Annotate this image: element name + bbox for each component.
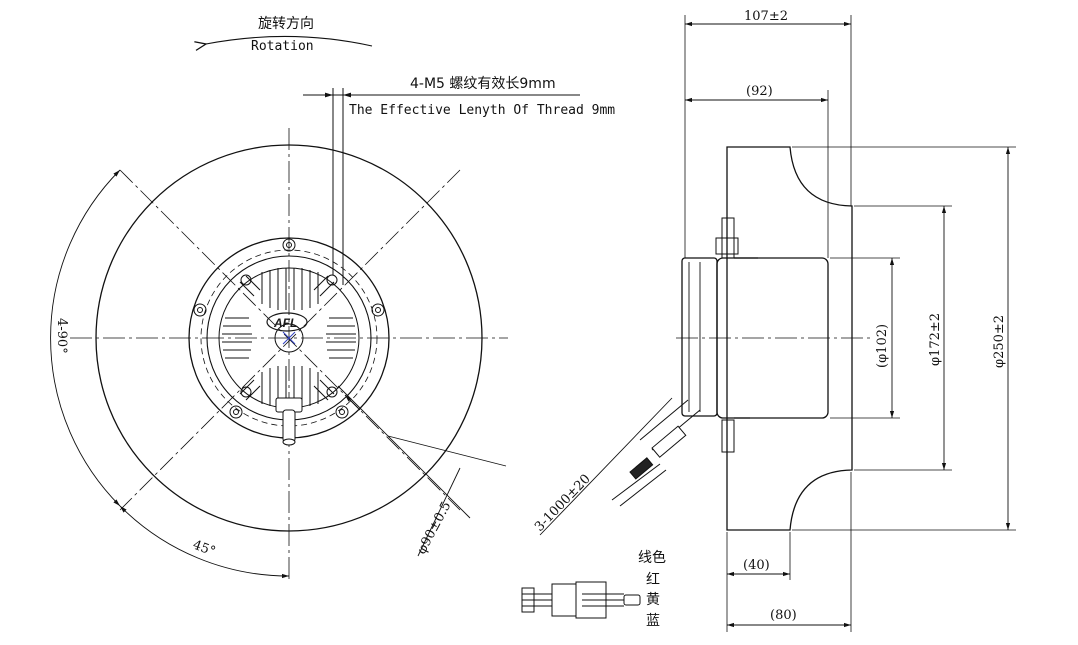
connector-drawing <box>521 581 641 619</box>
side-view-labels: 107±2 (92) (40) (80) (φ102) φ172±2 φ250±… <box>743 9 1007 623</box>
cable-length-label: 3-1000±20 <box>532 472 594 535</box>
rotation-label-en: Rotation <box>251 39 314 54</box>
wire-color-blue: 蓝 <box>646 613 660 629</box>
dim-overall-depth: 107±2 <box>744 9 788 24</box>
thread-note-line2: The Effective Lenyth Of Thread 9mm <box>349 103 615 118</box>
bolt-circle-label: φ90±0.5 <box>414 499 454 557</box>
rotation-indicator: 旋转方向 Rotation <box>206 16 373 54</box>
dim-dia-102: (φ102) <box>875 324 890 368</box>
flange-mounting-holes <box>193 238 385 419</box>
rotation-arrow-icon <box>206 35 373 46</box>
cable-lead: 3-1000±20 <box>532 397 701 536</box>
thread-note-line1: 4-M5 螺纹有效长9mm <box>410 76 556 92</box>
rotation-label-cn: 旋转方向 <box>258 16 314 32</box>
wire-color-legend: 线色 红 黄 蓝 <box>638 549 666 629</box>
dim-dia-172: φ172±2 <box>928 313 943 366</box>
wire-color-yellow: 黄 <box>646 591 660 608</box>
logo-text: AFL <box>273 316 297 330</box>
cable-outlet <box>275 397 303 446</box>
wire-color-red: 红 <box>646 572 660 588</box>
front-view: AFL 4-90° 45° φ90±0.5 <box>50 128 508 580</box>
wire-color-title: 线色 <box>638 549 666 566</box>
impeller-outer-circle <box>95 144 483 532</box>
brand-logo-icon: AFL <box>266 312 308 332</box>
thread-note: 4-M5 螺纹有效长9mm The Effective Lenyth Of Th… <box>303 76 615 285</box>
dim-92: (92) <box>746 84 773 99</box>
side-view <box>676 15 1016 632</box>
impeller-side-profile <box>726 146 853 531</box>
angle-45-label: 45° <box>191 538 218 560</box>
dim-40: (40) <box>743 558 770 573</box>
angle-4x90-label: 4-90° <box>54 318 69 354</box>
dim-dia-250: φ250±2 <box>992 315 1007 368</box>
dim-80: (80) <box>770 608 797 623</box>
motor-cooling-fins <box>222 268 356 408</box>
